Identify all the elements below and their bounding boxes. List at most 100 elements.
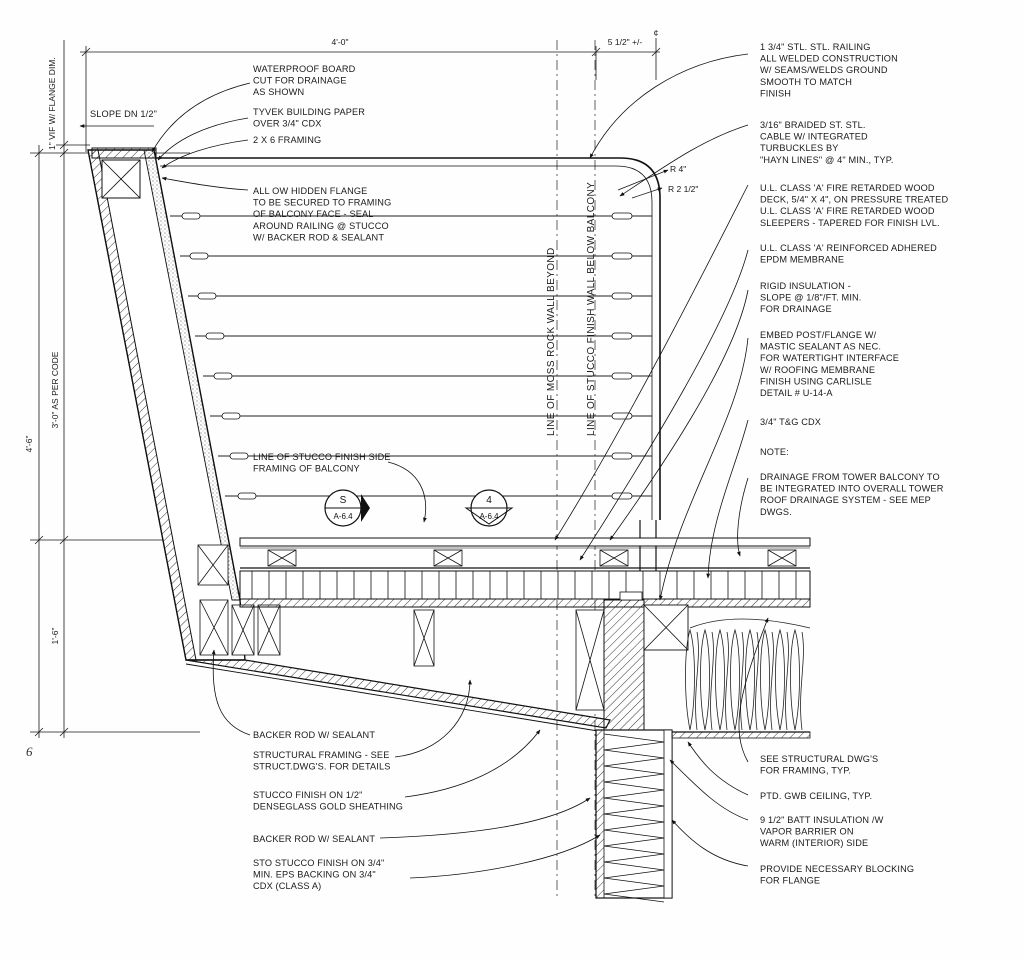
bottom-notes-block: BACKER ROD W/ SEALANT — [253, 730, 375, 740]
right-notes-block: EMBED POST/FLANGE W/MASTIC SEALANT AS NE… — [760, 330, 899, 398]
moss-rock-wall-label: LINE OF MOSS ROCK WALL BEYOND — [546, 247, 557, 436]
note-line: FOR FLANGE — [760, 876, 820, 886]
cables — [170, 215, 652, 497]
note-line: BACKER ROD W/ SEALANT — [253, 730, 375, 740]
dim-flange: 1" VIF W/ FLANGE DIM. — [47, 57, 57, 150]
note-line: AROUND RAILING @ STUCCO — [253, 221, 389, 231]
note-line: FOR DRAINAGE — [760, 304, 832, 314]
turnbuckles — [181, 212, 633, 500]
note-line: EMBED POST/FLANGE W/ — [760, 330, 877, 340]
note-line: STRUCTURAL FRAMING - SEE — [253, 750, 390, 760]
slope-note: SLOPE DN 1/2" — [90, 109, 157, 119]
note-line: SLOPE @ 1/8"/FT. MIN. — [760, 293, 862, 303]
note-line: STUCCO FINISH ON 1/2" — [253, 790, 363, 800]
batt-insulation — [671, 618, 811, 739]
right-notes: 1 3/4" STL. STL. RAILING ALL WELDED CONST… — [760, 42, 948, 517]
bottom-right-notes-block: PTD. GWB CEILING, TYP. — [760, 791, 872, 801]
note-line: DETAIL # U-14-A — [760, 388, 833, 398]
note-line: STO STUCCO FINISH ON 3/4" — [253, 858, 384, 868]
soffit — [185, 609, 611, 733]
right-notes-block: 1 3/4" STL. STL. RAILING ALL WELDED CONST… — [760, 42, 898, 98]
note-line: ALL WELDED CONSTRUCTION — [760, 54, 898, 64]
exterior-wall — [595, 591, 689, 903]
note-line: DRAINAGE FROM TOWER BALCONY TO — [760, 472, 940, 482]
note-line: BE INTEGRATED INTO OVERALL TOWER — [760, 484, 944, 494]
note-line: TYVEK BUILDING PAPER — [253, 107, 365, 117]
right-notes-block: 3/16" BRAIDED ST. STL.CABLE W/ INTEGRATE… — [760, 120, 894, 165]
note-line: ALL OW HIDDEN FLANGE — [253, 186, 367, 196]
note-line: 2 X 6 FRAMING — [253, 135, 321, 145]
note-line: DWGS. — [760, 507, 792, 517]
note-line: RIGID INSULATION - — [760, 281, 851, 291]
stucco-below-label: LINE OF STUCCO FINISH WALL BELOW BALCONY — [586, 182, 597, 436]
note-line: WATERPROOF BOARD — [253, 64, 356, 74]
dimension-lines — [30, 38, 661, 738]
note-line: 9 1/2" BATT INSULATION /W — [760, 815, 884, 825]
note-line: 3/4" T&G CDX — [760, 417, 821, 427]
note-line: FRAMING OF BALCONY — [253, 464, 360, 474]
section-tag-s: S A-6.4 — [324, 489, 370, 527]
note-line: W/ SEAMS/WELDS GROUND — [760, 65, 888, 75]
deck-assembly — [239, 537, 811, 608]
bottom-notes-block: STUCCO FINISH ON 1/2"DENSEGLASS GOLD SHE… — [253, 790, 403, 812]
radius-inner-label: R 2 1/2" — [668, 184, 698, 194]
note-line: U.L. CLASS 'A' FIRE RETARDED WOOD — [760, 206, 935, 216]
radius-marks — [617, 169, 669, 199]
note-line: FINISH — [760, 88, 791, 98]
center-notes-block: LINE OF STUCCO FINISH SIDE FRAMING OF BAL… — [253, 452, 391, 474]
note-line: OF BALCONY FACE - SEAL — [253, 209, 374, 219]
note-line: 3/16" BRAIDED ST. STL. — [760, 120, 866, 130]
note-line: OVER 3/4" CDX — [253, 119, 322, 129]
center-notes-block: TYVEK BUILDING PAPER OVER 3/4" CDX — [253, 107, 365, 129]
note-line: MIN. EPS BACKING ON 3/4" — [253, 870, 376, 880]
note-line: WARM (INTERIOR) SIDE — [760, 838, 868, 848]
center-notes-block: 2 X 6 FRAMING — [253, 135, 321, 145]
note-line: SMOOTH TO MATCH — [760, 77, 852, 87]
note-line: DECK, 5/4" X 4", ON PRESSURE TREATED — [760, 195, 948, 205]
bottom-notes: BACKER ROD W/ SEALANT STRUCTURAL FRAMING … — [253, 730, 403, 891]
railing — [156, 157, 661, 600]
note-line: TO BE SECURED TO FRAMING — [253, 198, 391, 208]
right-notes-block: RIGID INSULATION - SLOPE @ 1/8"/FT. MIN.F… — [760, 281, 862, 314]
note-line: 1 3/4" STL. STL. RAILING — [760, 42, 871, 52]
note-line: FOR FRAMING, TYP. — [760, 766, 851, 776]
note-line: AS SHOWN — [253, 87, 304, 97]
right-notes-block: DRAINAGE FROM TOWER BALCONY TO BE INTEGRA… — [760, 472, 944, 517]
right-notes-block: U.L. CLASS 'A' REINFORCED ADHERED EPDM ME… — [760, 243, 937, 265]
center-notes-block: ALL OW HIDDEN FLANGE TO BE SECURED TO FRA… — [253, 186, 391, 242]
note-line: U.L. CLASS 'A' REINFORCED ADHERED — [760, 243, 937, 253]
note-line: TURBUCKLES BY — [760, 143, 839, 153]
note-line: "HAYN LINES" @ 4" MIN., TYP. — [760, 155, 894, 165]
note-line: CUT FOR DRAINAGE — [253, 76, 347, 86]
dim-top-offset: 5 1/2" +/- — [608, 37, 643, 47]
bottom-notes-block: STO STUCCO FINISH ON 3/4" MIN. EPS BACKIN… — [253, 858, 384, 891]
section-tag-4: 4 A-6.4 — [464, 489, 514, 527]
right-notes-block: NOTE: — [760, 447, 789, 457]
dim-centerline-mark: ¢ — [654, 28, 659, 38]
dim-rail-height: 3'-0" AS PER CODE — [50, 351, 60, 428]
note-line: LINE OF STUCCO FINISH SIDE — [253, 452, 391, 462]
dim-overall-height: 4'-6" — [24, 436, 34, 453]
note-line: PTD. GWB CEILING, TYP. — [760, 791, 872, 801]
dim-lower-height: 1'-6" — [50, 628, 60, 645]
section-tag-s-sheet: A-6.4 — [333, 512, 353, 521]
note-line: FOR WATERTIGHT INTERFACE — [760, 353, 899, 363]
note-line: MASTIC SEALANT AS NEC. — [760, 342, 881, 352]
note-line: NOTE: — [760, 447, 789, 457]
note-line: BACKER ROD W/ SEALANT — [253, 834, 375, 844]
note-line: W/ ROOFING MEMBRANE — [760, 365, 875, 375]
section-tag-s-id: S — [340, 495, 347, 506]
note-line: ROOF DRAINAGE SYSTEM - SEE MEP — [760, 495, 931, 505]
note-line: FINISH USING CARLISLE — [760, 376, 872, 386]
parapet-wall — [87, 147, 281, 661]
note-line: EPDM MEMBRANE — [760, 255, 844, 265]
